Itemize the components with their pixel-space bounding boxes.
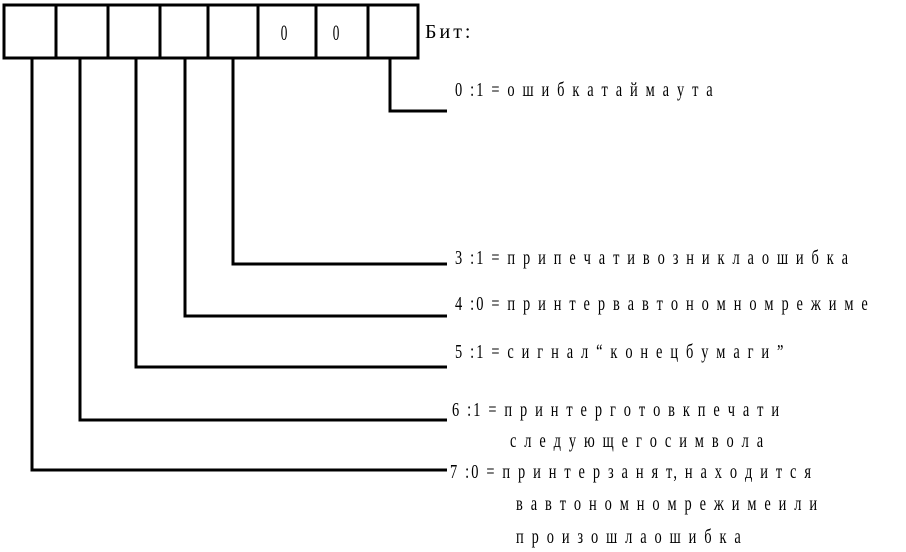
register-cell-6 xyxy=(54,3,110,60)
bits-label: Бит: xyxy=(425,21,473,43)
bit-5-description: 5 :1 = с и г н а л “ к о н е ц б у м а г… xyxy=(455,340,786,363)
register-cell-2-value: 0 xyxy=(281,21,288,45)
register-cell-7 xyxy=(2,3,58,60)
connector-bit-4 xyxy=(183,58,447,318)
bit-3-description: 3 :1 = п р и п е ч а т и в о з н и к л а… xyxy=(455,246,850,269)
register xyxy=(2,3,420,60)
bit-7-description-line-1: 7 :0 = п р и н т е р з а н я т, н а х о … xyxy=(450,460,813,483)
bit-6-description-line-1: 6 :1 = п р и н т е р г о т о в к п е ч а… xyxy=(452,398,781,421)
connector-bit-5 xyxy=(134,58,447,369)
register-cell-5 xyxy=(106,3,162,60)
register-cell-1 xyxy=(314,3,370,60)
bit-descriptions: 0 :1 = о ш и б к а т а й м а у т а 3 :1 … xyxy=(450,78,870,548)
connector-bit-0 xyxy=(388,58,447,113)
register-cell-3 xyxy=(206,3,260,60)
bit-0-description: 0 :1 = о ш и б к а т а й м а у т а xyxy=(455,78,715,101)
bit-6-description-line-2: с л е д у ю щ е г о с и м в о л а xyxy=(510,429,765,452)
register-cell-4 xyxy=(158,3,210,60)
register-cell-2 xyxy=(256,3,318,60)
bit-4-description: 4 :0 = п р и н т е р в а в т о н о м н о… xyxy=(455,292,870,315)
bit-7-description-line-3: п р о и з о ш л а о ш и б к а xyxy=(516,525,743,548)
connector-bit-7 xyxy=(30,58,447,472)
connector-bit-6 xyxy=(78,58,447,422)
connector-bit-3 xyxy=(231,58,447,266)
connectors xyxy=(30,58,447,472)
bit-7-description-line-2: в а в т о н о м н о м р е ж и м е и л и xyxy=(516,492,819,515)
register-cell-1-value: 0 xyxy=(333,21,340,45)
register-cell-0 xyxy=(366,3,420,60)
